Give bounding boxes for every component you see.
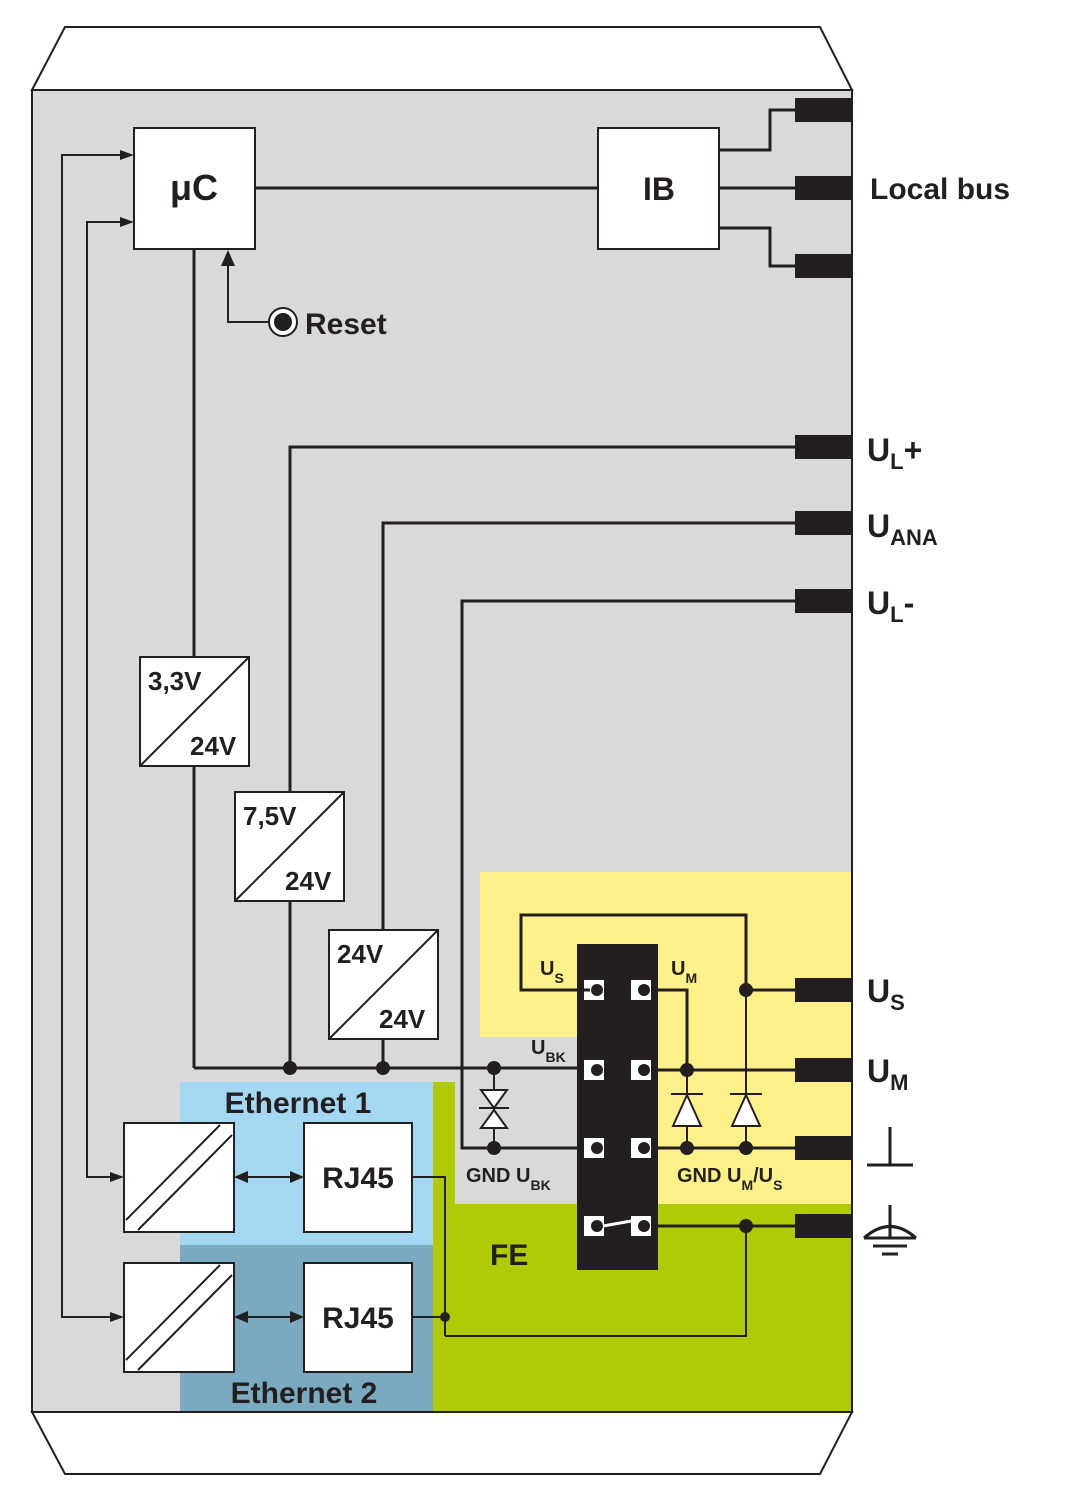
- converter-3v3-in: 3,3V: [148, 666, 202, 696]
- eth2-isolator-diag-2: [137, 1274, 233, 1371]
- us-loop: [519, 913, 800, 992]
- local-bus-pin-2: [795, 176, 852, 200]
- uana-pin: [795, 511, 852, 535]
- rj45-port-1: [303, 1122, 413, 1233]
- uc-eth1-line: [86, 221, 124, 1178]
- us-connector-label: US: [867, 973, 905, 1015]
- contact-3: [591, 1064, 603, 1076]
- ul-minus-pin: [795, 589, 852, 613]
- functional-earth-icon: [863, 1205, 917, 1256]
- terminal-contacts: [591, 984, 650, 1232]
- ul-plus-label: UL+: [867, 432, 922, 474]
- gnd-node-3: [739, 1141, 753, 1155]
- terminal-us-label: US: [540, 958, 564, 986]
- fe-connector-pin: [795, 1214, 852, 1238]
- ul-plus-line: [288, 445, 800, 792]
- ubk-node-2: [376, 1061, 390, 1075]
- housing-top-cap: [30, 26, 854, 91]
- gnd-node-2: [680, 1141, 694, 1155]
- uana-line: [381, 521, 800, 930]
- tvs-diode-icon: [479, 1089, 509, 1110]
- terminal-um-label: UM: [671, 958, 697, 986]
- tvs-diode-icon-2: [479, 1108, 509, 1129]
- reset-line: [227, 262, 272, 323]
- rj45-label-2: RJ45: [322, 1302, 394, 1335]
- ethernet1-label: Ethernet 1: [225, 1087, 372, 1120]
- housing-bottom-cap: [30, 1411, 854, 1475]
- contact-6: [638, 1142, 650, 1154]
- converter-7v5-in: 7,5V: [243, 801, 297, 831]
- ib-bus-top: [719, 108, 800, 152]
- gnd-um-us-label: GND UM/US: [677, 1165, 782, 1193]
- eth2-in-arrow: [110, 1312, 124, 1322]
- uc-in-arrow-2: [120, 217, 134, 227]
- contact-1: [591, 984, 603, 996]
- housing-border: [31, 89, 853, 1413]
- um-connector-pin: [795, 1058, 852, 1082]
- eth1-isolator-diag-1: [125, 1124, 221, 1221]
- diode-um-icon: [671, 1092, 703, 1127]
- shield-node: [440, 1312, 450, 1322]
- fe-zone-left: [433, 1082, 455, 1204]
- fe-shield-line: [445, 1226, 747, 1337]
- ul-plus-pin: [795, 435, 852, 459]
- uc-eth2-line: [61, 154, 124, 1318]
- contact-8: [638, 1220, 650, 1232]
- ib-bus-bottom: [719, 226, 800, 268]
- contact-5: [591, 1142, 603, 1154]
- converter-24v-out: 24V: [379, 1004, 426, 1034]
- supply-zone: [480, 872, 852, 1037]
- us-connector-pin: [795, 978, 852, 1002]
- reset-label: Reset: [305, 308, 387, 341]
- rj45-label-1: RJ45: [322, 1162, 394, 1195]
- ubk-node-1: [283, 1061, 297, 1075]
- gnd-connector-pin: [795, 1136, 852, 1160]
- reset-arrow: [221, 250, 235, 266]
- eth2-link-arrow: [234, 1311, 304, 1323]
- diode-us-icon: [730, 1092, 762, 1127]
- ib-label: IB: [643, 171, 675, 207]
- contact-7: [591, 1220, 603, 1232]
- local-bus-pin-3: [795, 254, 852, 278]
- converter-24v-in: 24V: [337, 939, 384, 969]
- converter-7v5-out: 24V: [285, 866, 332, 896]
- local-bus-pin-1: [795, 98, 852, 122]
- ground-icon: [867, 1127, 913, 1167]
- uc-label: μC: [170, 167, 218, 208]
- gnd-ubk-label: GND UBK: [466, 1165, 551, 1193]
- eth1-isolator: [123, 1122, 235, 1233]
- terminal-ubk-label: UBK: [531, 1037, 566, 1065]
- rj45-1-shield: [412, 1176, 446, 1336]
- eth1-in-arrow: [110, 1172, 124, 1182]
- contact-4: [638, 1064, 650, 1076]
- ethernet2-label: Ethernet 2: [231, 1377, 378, 1410]
- um-line: [651, 988, 689, 1070]
- fe-label: FE: [490, 1239, 528, 1272]
- converter-3v3-diagonal: [139, 656, 250, 767]
- converter-24v-diagonal: [328, 929, 439, 1040]
- eth1-link-arrow: [234, 1171, 304, 1183]
- converter-7v5-diagonal: [234, 791, 345, 902]
- uana-label: UANA: [867, 508, 938, 550]
- ul-minus-label: UL-: [867, 585, 914, 627]
- reset-button-core: [274, 313, 292, 331]
- eth1-isolator-diag-2: [137, 1134, 233, 1231]
- contact-2: [638, 984, 650, 996]
- ib-block: [597, 127, 720, 250]
- eth2-isolator: [123, 1262, 235, 1373]
- fe-bridge: [602, 1218, 638, 1228]
- eth2-isolator-diag-1: [125, 1264, 221, 1361]
- local-bus-label: Local bus: [870, 173, 1010, 206]
- ul-minus-line: [460, 599, 800, 1150]
- um-connector-label: UM: [867, 1053, 908, 1095]
- uc-in-arrow-1: [120, 150, 134, 160]
- converter-3v3-out: 24V: [190, 731, 237, 761]
